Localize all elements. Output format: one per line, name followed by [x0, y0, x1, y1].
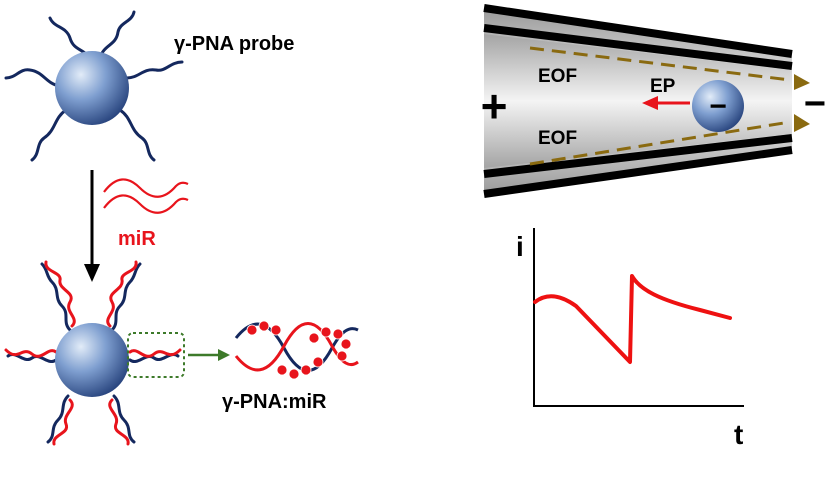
plus-electrode-label: +	[481, 80, 508, 132]
ep-arrow	[642, 96, 690, 110]
eof-bottom-label: EOF	[538, 128, 577, 149]
current-plot: i t	[516, 228, 744, 450]
mir-label: miR	[118, 228, 156, 250]
probe-bead	[55, 51, 129, 125]
eof-arrow-bottom	[794, 114, 810, 132]
duplex-charges	[246, 320, 352, 380]
hybridized-particle	[4, 260, 182, 446]
hybridized-bead	[55, 323, 129, 397]
current-trace-line	[533, 274, 732, 364]
hybridization-arrow	[84, 170, 100, 282]
duplex-label: γ-PNA:miR	[222, 391, 327, 413]
bead-charge-label: −	[709, 90, 727, 123]
zoom-arrow	[188, 349, 230, 361]
duplex-icon	[234, 320, 359, 380]
minus-electrode-label: −	[804, 83, 826, 125]
mir-strands-icon	[103, 178, 189, 214]
nanopipette	[483, 4, 793, 198]
axis-y-label: i	[516, 231, 524, 262]
eof-arrow-top	[794, 74, 810, 90]
duplex-strands	[4, 260, 182, 446]
probe-label: γ-PNA probe	[174, 33, 294, 55]
eof-top-label: EOF	[538, 66, 577, 87]
ep-label: EP	[650, 76, 676, 97]
translocating-bead	[692, 80, 744, 132]
axis-x-label: t	[734, 419, 743, 450]
probe-particle	[4, 10, 184, 162]
probe-strands	[4, 10, 184, 162]
